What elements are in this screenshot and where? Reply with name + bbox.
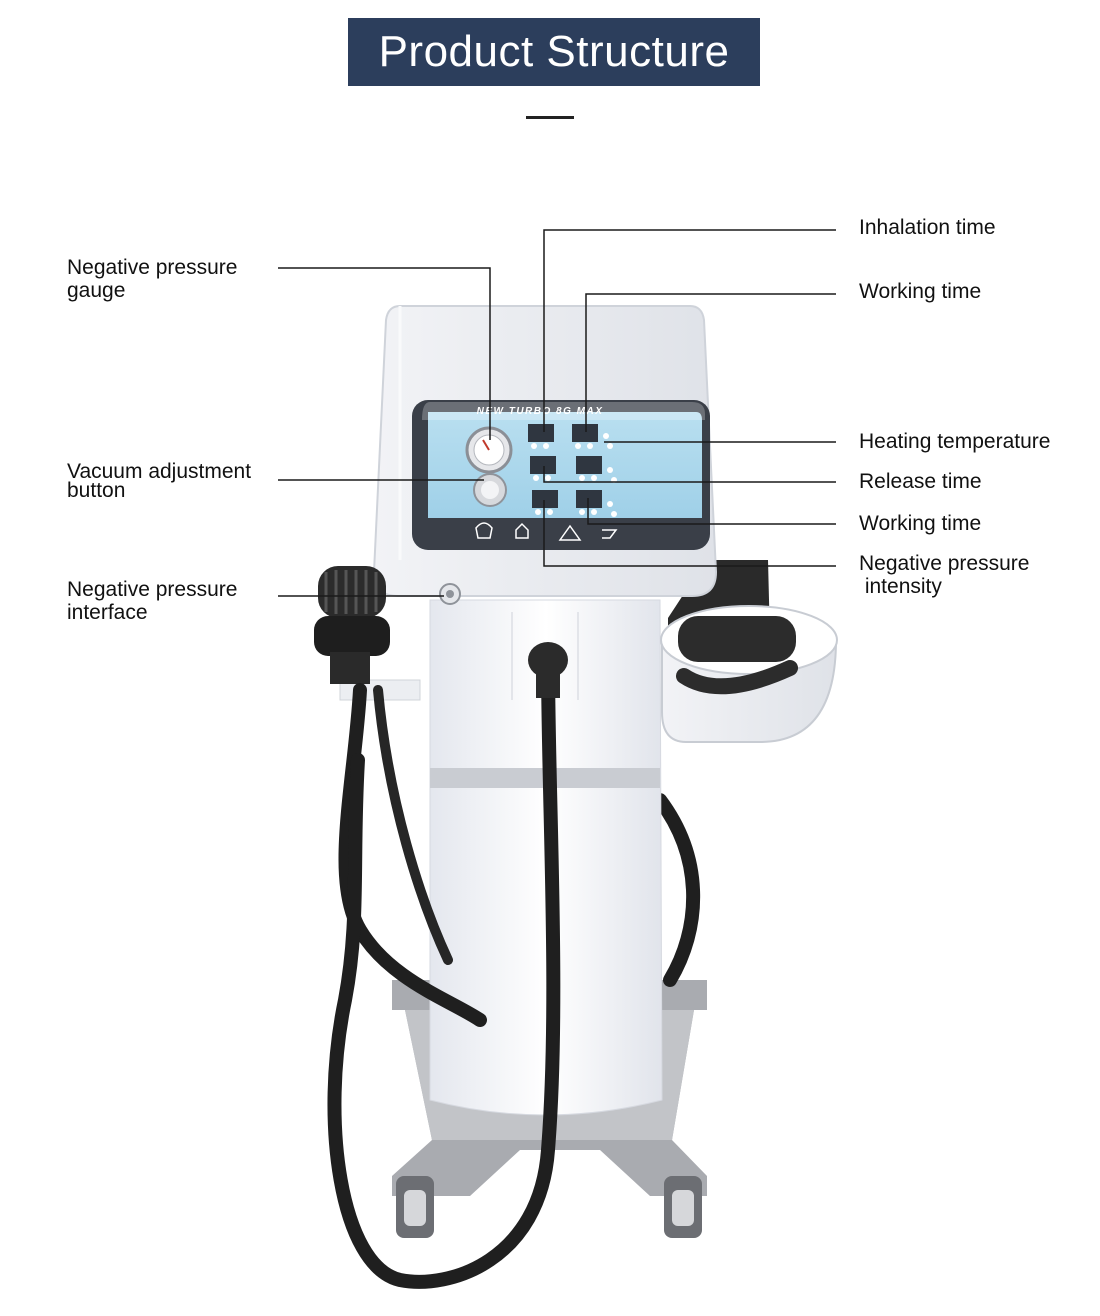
display-heating-temperature <box>576 456 602 481</box>
wheel-right <box>664 1176 702 1238</box>
label-inhalation-time: Inhalation time <box>859 216 996 239</box>
cable-left-2 <box>373 685 453 965</box>
leader-inhalation-time <box>543 229 836 432</box>
label-release-time: Release time <box>859 470 982 493</box>
title-banner: Product Structure <box>348 18 760 86</box>
label-negative-pressure-interface: Negative pressure interface <box>67 578 238 624</box>
title-underline <box>526 116 574 119</box>
page-title: Product Structure <box>378 27 730 76</box>
pressure-gauge-icon <box>465 426 513 474</box>
leader-working-time-1 <box>585 293 836 432</box>
leader-pressure-intensity <box>543 500 836 567</box>
vacuum-knob-icon[interactable] <box>473 473 507 507</box>
pressure-interface-port-icon <box>439 583 461 605</box>
panel-brand-text: NEW TURBO 8G MAX <box>477 406 604 417</box>
display-working-time-1 <box>572 424 598 449</box>
display-working-time-2 <box>576 490 602 515</box>
display-release-time <box>530 456 556 481</box>
display-pressure-intensity <box>532 490 558 515</box>
accessory-tray <box>660 560 838 743</box>
leader-gauge <box>278 267 491 440</box>
label-working-time-2: Working time <box>859 512 982 535</box>
roller-handpiece <box>314 566 390 684</box>
label-working-time-1: Working time <box>859 280 982 303</box>
mode-icons <box>475 522 618 541</box>
front-handpiece-connector <box>528 642 568 698</box>
wheel-left <box>396 1176 434 1238</box>
label-heating-temperature: Heating temperature <box>859 430 1051 453</box>
cable-front <box>327 653 561 1289</box>
label-negative-pressure-intensity: Negative pressure intensity <box>859 552 1030 598</box>
cable-right <box>653 793 701 987</box>
leader-release-time <box>543 466 836 483</box>
leader-lines <box>278 229 836 597</box>
leader-working-time-2 <box>587 498 836 525</box>
label-vacuum-adjustment-button: Vacuum adjustment button <box>67 460 252 502</box>
display-inhalation-time <box>528 424 554 449</box>
label-negative-pressure-gauge: Negative pressure gauge <box>67 256 238 302</box>
